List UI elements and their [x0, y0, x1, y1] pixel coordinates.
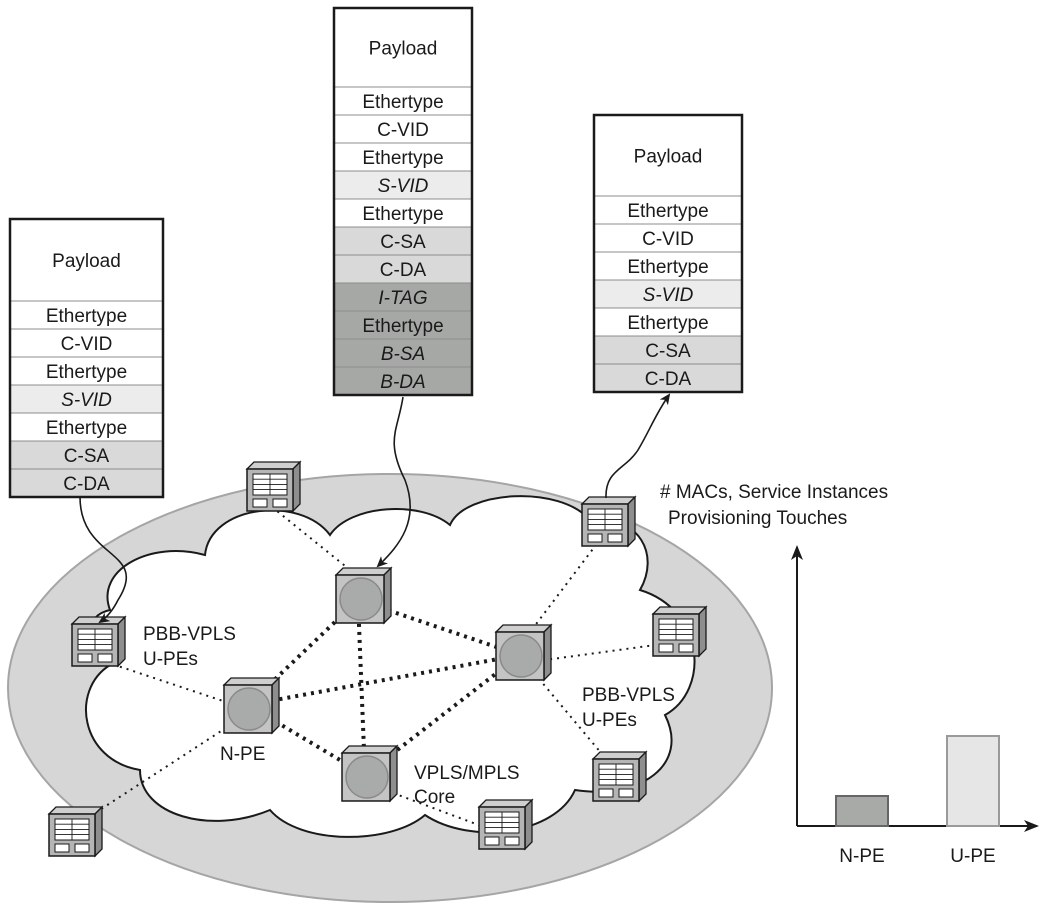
frame-field-cell: [333, 86, 473, 116]
npe-label: N-PE: [220, 744, 265, 765]
frame-field-label: Ethertype: [627, 201, 708, 222]
payload-label: Payload: [369, 39, 438, 60]
frame-field-label: Ethertype: [627, 257, 708, 278]
right-frame-stack: PayloadEthertypeC-VIDEthertypeS-VIDEther…: [592, 113, 744, 394]
payload-cell: [334, 8, 472, 87]
frame-field-label: Ethertype: [46, 362, 127, 383]
left-frame-arrow: [79, 496, 128, 624]
bar-u-pe: [946, 735, 1000, 827]
npe-router-icon: [340, 744, 399, 803]
frame-field-label: Ethertype: [627, 313, 708, 334]
left-frame-stack: PayloadEthertypeC-VIDEthertypeS-VIDEther…: [8, 217, 165, 499]
right-upe-label-line1: PBB-VPLS: [582, 685, 675, 706]
left-upe-label-line1: PBB-VPLS: [143, 624, 236, 645]
frame-field-label: C-DA: [380, 260, 427, 281]
frame-field-label: Ethertype: [362, 204, 443, 225]
frame-field-label: I-TAG: [378, 288, 427, 309]
x-tick-label: N-PE: [839, 846, 884, 867]
npe-router-icon: [222, 676, 281, 735]
frame-field-label: Ethertype: [46, 306, 127, 327]
frame-field-label: Ethertype: [46, 418, 127, 439]
chart-ylabel-line1: # MACs, Service Instances: [660, 482, 888, 503]
mpls-core-cloud: [85, 495, 696, 838]
frame-field-cell: [333, 114, 473, 144]
x-tick-label: U-PE: [950, 846, 995, 867]
frame-field-label: S-VID: [643, 285, 694, 306]
frame-field-label: Ethertype: [362, 92, 443, 113]
frame-field-label: C-SA: [64, 446, 110, 467]
frame-field-label: C-SA: [380, 232, 426, 253]
frame-field-cell: [9, 300, 164, 330]
frame-field-label: C-DA: [645, 369, 692, 390]
frame-field-label: B-DA: [380, 372, 425, 393]
frame-field-label: C-DA: [63, 474, 110, 495]
center-frame-stack: PayloadEthertypeC-VIDEthertypeS-VIDEther…: [332, 6, 474, 397]
mac-count-bar-chart: # MACs, Service Instances Provisioning T…: [660, 482, 1039, 867]
center-frame-arrow: [376, 396, 411, 568]
payload-cell: [594, 115, 742, 196]
upe-switch-icon: [651, 605, 708, 658]
frame-field-label: S-VID: [378, 176, 429, 197]
frame-field-cell: [593, 363, 743, 393]
frame-field-cell: [593, 195, 743, 225]
core-label-line1: VPLS/MPLS: [414, 763, 520, 784]
payload-cell: [10, 219, 163, 301]
chart-ylabel-line2: Provisioning Touches: [668, 508, 847, 529]
right-frame-arrow: [605, 393, 671, 499]
npe-router-icon: [494, 623, 553, 682]
frame-border: [8, 217, 165, 499]
frame-field-label: B-SA: [381, 344, 425, 365]
bar-n-pe: [835, 795, 889, 827]
payload-label: Payload: [634, 147, 703, 168]
frame-field-cell: [593, 251, 743, 281]
core-label-line2: Core: [414, 787, 455, 808]
right-upe-label-line2: U-PEs: [582, 710, 637, 731]
frame-field-cell: [333, 170, 473, 200]
frame-field-label: C-VID: [642, 229, 694, 250]
frame-field-label: Ethertype: [362, 316, 443, 337]
frame-field-label: S-VID: [61, 390, 112, 411]
left-upe-label-line2: U-PEs: [143, 649, 198, 670]
frame-field-cell: [9, 356, 164, 386]
upe-switch-icon: [245, 460, 302, 513]
frame-field-cell: [593, 223, 743, 253]
upe-switch-icon: [477, 798, 534, 851]
frame-field-cell: [9, 328, 164, 358]
frame-field-label: C-SA: [645, 341, 691, 362]
frame-field-label: Ethertype: [362, 148, 443, 169]
frame-field-label: C-VID: [61, 334, 113, 355]
frame-field-label: C-VID: [377, 120, 429, 141]
frame-border: [592, 113, 744, 394]
upe-switch-icon: [47, 805, 104, 858]
frame-border: [332, 6, 474, 397]
upe-switch-icon: [580, 495, 637, 548]
payload-label: Payload: [52, 251, 121, 272]
upe-switch-icon: [591, 750, 648, 803]
upe-switch-icon: [70, 615, 127, 668]
npe-router-icon: [334, 566, 393, 625]
